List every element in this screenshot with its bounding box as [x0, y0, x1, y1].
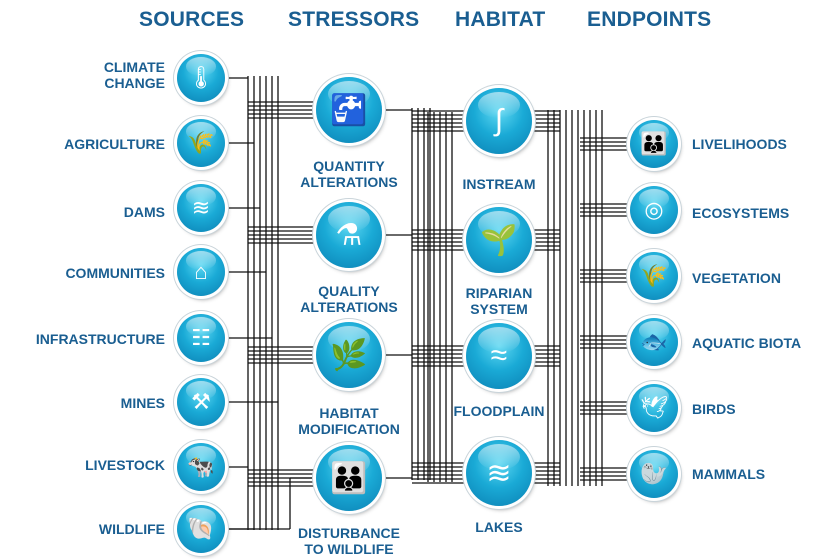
cow-glyph: 🐄	[187, 454, 215, 479]
cattail-glyph: 🌱	[480, 223, 518, 257]
reeds-icon: 🌿	[316, 322, 382, 388]
fish-icon: 🐟	[630, 318, 678, 366]
pickaxe-glyph: ⚒	[191, 389, 211, 414]
wheat-icon: 🌾	[177, 119, 225, 167]
source-label: CLIMATE CHANGE	[103, 59, 165, 91]
source-label: DAMS	[123, 204, 165, 220]
stressor-label: QUANTITY ALTERATIONS	[300, 158, 398, 190]
floodplain-icon: ≈	[466, 323, 532, 389]
wheat-glyph: 🌾	[187, 130, 215, 155]
source-label: COMMUNITIES	[65, 265, 165, 281]
river-icon: ∫	[466, 88, 532, 154]
endpoint-label: BIRDS	[692, 401, 736, 417]
lake-dam-icon: ≋	[466, 440, 532, 506]
wheat-icon: 🌾	[630, 252, 678, 300]
ladder-icon: ☷	[177, 314, 225, 362]
family-icon: 👪	[630, 120, 678, 168]
faucet-icon: 🚰	[316, 77, 382, 143]
thermometer-glyph: 🌡	[187, 65, 215, 90]
wheat-glyph: 🌾	[640, 263, 668, 288]
lake-dam-glyph: ≋	[486, 456, 512, 490]
manatee-glyph: 🦭	[640, 461, 668, 486]
source-label: AGRICULTURE	[64, 136, 165, 152]
spiral-icon: ◎	[630, 186, 678, 234]
house-glyph: ⌂	[194, 259, 208, 284]
family-glyph: 👪	[640, 131, 668, 156]
endpoint-label: LIVELIHOODS	[692, 136, 787, 152]
header-habitat: HABITAT	[455, 8, 546, 31]
source-label: WILDLIFE	[98, 521, 165, 537]
pickaxe-icon: ⚒	[177, 378, 225, 426]
stressor-label: QUALITY ALTERATIONS	[300, 283, 398, 315]
cattail-icon: 🌱	[466, 207, 532, 273]
river-glyph: ∫	[494, 104, 504, 137]
habitat-label: RIPARIAN SYSTEM	[465, 285, 533, 317]
endpoint-label: MAMMALS	[692, 466, 766, 482]
manatee-icon: 🦭	[630, 450, 678, 498]
shell-glyph: 🐚	[187, 516, 215, 541]
endpoint-label: VEGETATION	[692, 270, 781, 286]
source-label: INFRASTRUCTURE	[35, 331, 165, 347]
faucet-glyph: 🚰	[330, 93, 368, 127]
bird-glyph: 🕊	[640, 395, 668, 420]
habitat-label: LAKES	[475, 519, 523, 535]
people-icon: 👪	[316, 445, 382, 511]
header-sources: SOURCES	[139, 8, 245, 31]
endpoint-label: ECOSYSTEMS	[692, 205, 790, 221]
stressor-label: DISTURBANCE TO WILDLIFE	[298, 525, 400, 557]
house-icon: ⌂	[177, 248, 225, 296]
endpoint-label: AQUATIC BIOTA	[692, 335, 802, 351]
header-stressors: STRESSORS	[288, 8, 420, 31]
spiral-glyph: ◎	[644, 197, 664, 222]
flask-icon: ⚗	[316, 202, 382, 268]
habitat-label: INSTREAM	[462, 176, 536, 192]
source-label: MINES	[120, 395, 165, 411]
fish-glyph: 🐟	[640, 329, 668, 354]
header-endpoints: ENDPOINTS	[587, 8, 712, 31]
cow-icon: 🐄	[177, 443, 225, 491]
ladder-glyph: ☷	[191, 325, 211, 350]
thermometer-icon: 🌡	[177, 54, 225, 102]
source-label: LIVESTOCK	[85, 457, 165, 473]
floodplain-glyph: ≈	[490, 339, 508, 372]
habitat-label: FLOODPLAIN	[453, 403, 545, 419]
shell-icon: 🐚	[177, 505, 225, 553]
bird-icon: 🕊	[630, 384, 678, 432]
people-glyph: 👪	[330, 461, 368, 495]
reeds-glyph: 🌿	[330, 338, 368, 372]
dam-glyph: ≋	[191, 195, 211, 220]
stressor-label: HABITAT MODIFICATION	[298, 405, 400, 437]
dam-icon: ≋	[177, 184, 225, 232]
flask-glyph: ⚗	[335, 218, 363, 252]
